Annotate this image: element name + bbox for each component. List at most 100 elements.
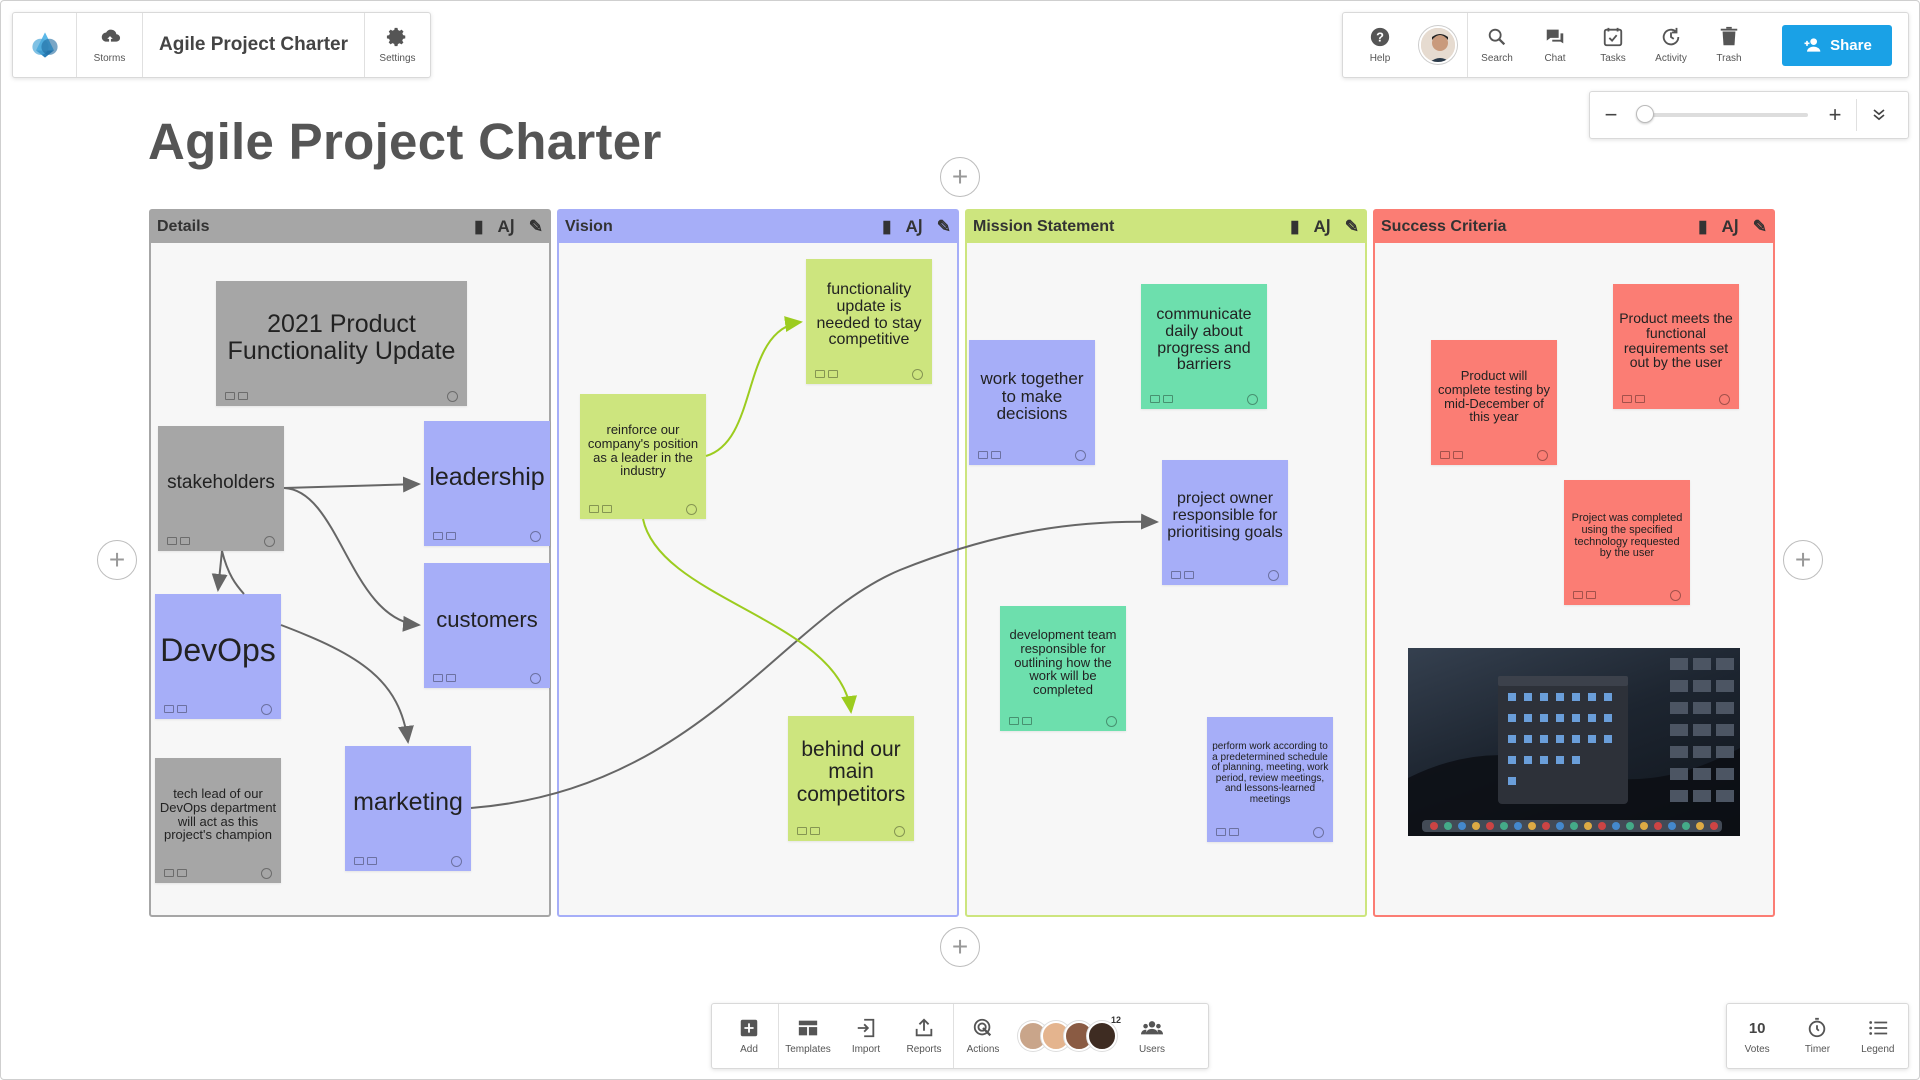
book-icon[interactable]: ▮ [474,217,484,236]
add-button[interactable]: Add [720,1004,778,1068]
current-user-avatar[interactable] [1419,26,1457,64]
comment-icon[interactable] [815,370,825,378]
comment-icon[interactable] [1171,571,1181,579]
check-icon[interactable] [264,535,275,547]
note-marketing[interactable]: marketing [345,746,471,871]
avatar[interactable] [1087,1021,1117,1051]
check-icon[interactable] [261,867,272,879]
book-icon[interactable]: ▮ [1290,217,1300,236]
check-icon[interactable] [894,825,905,837]
trash-button[interactable]: Trash [1700,13,1758,77]
check-icon[interactable] [1313,826,1324,838]
activity-button[interactable]: Activity [1642,13,1700,77]
note-project-owner[interactable]: project owner responsible for prioritisi… [1162,460,1288,585]
attachment-icon[interactable] [1453,451,1463,459]
board-name[interactable]: Agile Project Charter [159,34,348,55]
attachment-icon[interactable] [446,674,456,682]
check-icon[interactable] [1247,393,1258,405]
attachment-icon[interactable] [180,537,190,545]
attachment-icon[interactable] [177,705,187,713]
help-button[interactable]: ? Help [1351,13,1409,77]
check-icon[interactable] [1106,715,1117,727]
check-icon[interactable] [530,672,541,684]
attachment-icon[interactable] [367,857,377,865]
book-icon[interactable]: ▮ [882,217,892,236]
comment-icon[interactable] [1440,451,1450,459]
check-icon[interactable] [1670,589,1681,601]
note-perform-work[interactable]: perform work according to a predetermine… [1207,717,1333,842]
check-icon[interactable] [912,368,923,380]
note-dev-team[interactable]: development team responsible for outlini… [1000,606,1126,731]
ai-text-icon[interactable]: AͿ [905,217,923,236]
attachment-icon[interactable] [1022,717,1032,725]
attachment-icon[interactable] [602,505,612,513]
attachment-icon[interactable] [238,392,248,400]
comment-icon[interactable] [1216,828,1226,836]
collapse-icon[interactable] [1869,105,1889,125]
zoom-in-icon[interactable]: + [1828,102,1842,127]
check-icon[interactable] [261,703,272,715]
comment-icon[interactable] [164,705,174,713]
check-icon[interactable] [447,390,458,402]
comment-icon[interactable] [164,869,174,877]
check-icon[interactable] [1268,569,1279,581]
attachment-icon[interactable] [1163,395,1173,403]
check-icon[interactable] [686,503,697,515]
note-devops[interactable]: DevOps [155,594,281,719]
comment-icon[interactable] [797,827,807,835]
settings-button[interactable]: Settings [365,13,430,77]
comment-icon[interactable] [167,537,177,545]
comment-icon[interactable] [1150,395,1160,403]
comment-icon[interactable] [589,505,599,513]
comment-icon[interactable] [1622,395,1632,403]
comment-icon[interactable] [1573,591,1583,599]
add-right-button[interactable]: + [1783,540,1823,580]
book-icon[interactable]: ▮ [1698,217,1708,236]
attachment-icon[interactable] [177,869,187,877]
attachment-icon[interactable] [1184,571,1194,579]
check-icon[interactable] [1537,449,1548,461]
add-left-button[interactable]: + [97,540,137,580]
import-button[interactable]: Import [837,1004,895,1068]
timer-button[interactable]: Timer [1788,1004,1846,1068]
comment-icon[interactable] [433,532,443,540]
note-stakeholders[interactable]: stakeholders [158,426,284,551]
actions-button[interactable]: Actions [954,1004,1012,1068]
ai-text-icon[interactable]: AͿ [497,217,515,236]
logo-button[interactable] [13,13,76,77]
comment-icon[interactable] [1009,717,1019,725]
note-customers[interactable]: customers [424,563,550,688]
comment-icon[interactable] [978,451,988,459]
attachment-icon[interactable] [1229,828,1239,836]
add-above-button[interactable]: + [940,157,980,197]
votes-button[interactable]: 10 Votes [1728,1004,1786,1068]
share-button[interactable]: Share [1782,24,1892,66]
note-project-completed[interactable]: Project was completed using the specifie… [1564,480,1690,605]
check-icon[interactable] [1075,449,1086,461]
templates-button[interactable]: Templates [779,1004,837,1068]
attachment-icon[interactable] [810,827,820,835]
users-button[interactable]: Users [1123,1004,1181,1068]
check-icon[interactable] [530,530,541,542]
zoom-out-icon[interactable]: − [1604,102,1618,127]
add-below-button[interactable]: + [940,927,980,967]
edit-icon[interactable]: ✎ [1752,217,1767,236]
note-behind[interactable]: behind our main competitors [788,716,914,841]
zoom-slider-handle[interactable] [1636,105,1654,123]
note-functionality[interactable]: functionality update is needed to stay c… [806,259,932,384]
ai-text-icon[interactable]: AͿ [1721,217,1739,236]
note-reinforce[interactable]: reinforce our company's position as a le… [580,394,706,519]
comment-icon[interactable] [225,392,235,400]
check-icon[interactable] [1719,393,1730,405]
attachment-icon[interactable] [991,451,1001,459]
note-leadership[interactable]: leadership [424,421,550,546]
reports-button[interactable]: Reports [895,1004,953,1068]
attachment-icon[interactable] [828,370,838,378]
chat-button[interactable]: Chat [1526,13,1584,77]
note-work-together[interactable]: work together to make decisions [969,340,1095,465]
check-icon[interactable] [451,855,462,867]
storms-button[interactable]: Storms [77,13,142,77]
attachment-icon[interactable] [1635,395,1645,403]
attachment-icon[interactable] [446,532,456,540]
embedded-screenshot-image[interactable] [1408,648,1740,836]
